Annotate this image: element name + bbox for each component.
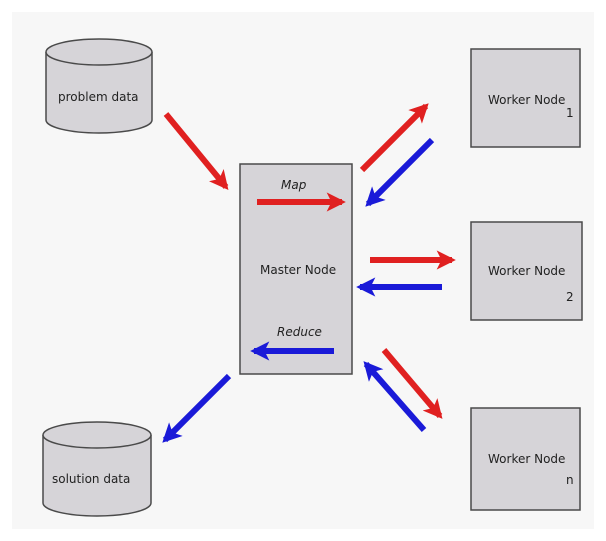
problem-data-store xyxy=(45,38,153,134)
solution-data-cylinder-top xyxy=(42,421,152,449)
worker-node-2-index: 2 xyxy=(566,290,574,304)
worker-node-n-index: n xyxy=(566,473,574,487)
worker-node-n-label: Worker Node xyxy=(488,452,566,466)
dispatch-arrow-worker-n xyxy=(381,348,443,419)
worker-node-2-label: Worker Node xyxy=(488,264,566,278)
dispatch-arrow-worker-1 xyxy=(359,103,429,173)
problem-data-cylinder-top xyxy=(45,38,153,66)
solution-data-cylinder-body xyxy=(42,435,152,517)
problem-data-label: problem data xyxy=(58,90,139,104)
map-label: Map xyxy=(281,178,307,192)
worker-node-2-box xyxy=(470,221,583,321)
return-arrow-worker-1 xyxy=(365,137,435,207)
worker-node-1-label: Worker Node xyxy=(488,93,566,107)
input-arrow xyxy=(163,112,229,190)
solution-data-label: solution data xyxy=(52,472,131,486)
problem-data-cylinder-body xyxy=(45,52,153,134)
output-arrow xyxy=(162,373,232,443)
solution-data-store xyxy=(42,421,152,517)
worker-node-1-box xyxy=(470,48,581,148)
worker-node-1-index: 1 xyxy=(566,106,574,120)
worker-node-n-box xyxy=(470,407,581,511)
return-arrow-worker-n xyxy=(363,361,427,432)
reduce-label: Reduce xyxy=(277,325,322,339)
master-node-label: Master Node xyxy=(260,263,337,277)
